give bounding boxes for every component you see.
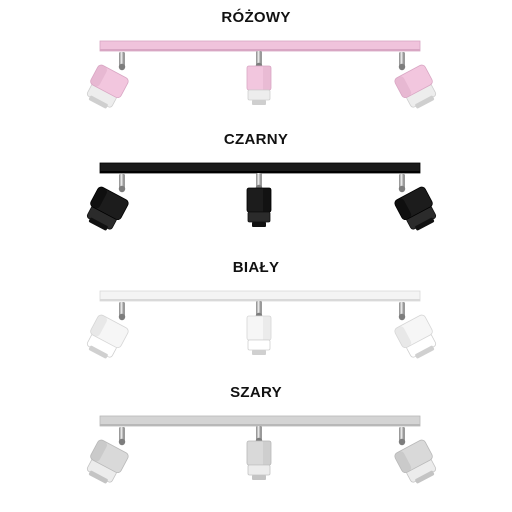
arm-highlight (400, 427, 403, 442)
spot-shade (394, 186, 433, 221)
swivel-arm (118, 302, 126, 321)
arm-highlight (120, 302, 123, 317)
arm-highlight (120, 427, 123, 442)
center-shade-shadow (263, 441, 271, 465)
arm-joint (398, 63, 406, 71)
spot-shade-shadow (394, 76, 412, 98)
center-spot-head (246, 187, 272, 227)
arm-joint (118, 313, 126, 321)
spot-shade-shadow (90, 65, 107, 87)
center-spot-head (246, 315, 272, 355)
ceiling-bar-edge (100, 171, 420, 173)
center-spot-head (246, 440, 272, 480)
swivel-arm (398, 52, 406, 71)
spot-shade-shadow (394, 326, 412, 348)
spot-head (86, 314, 129, 359)
spot-shade (90, 186, 129, 221)
arm-joint (118, 438, 126, 446)
spot-head (394, 439, 437, 484)
swivel-arm (398, 174, 406, 193)
variant-label: CZARNY (223, 131, 289, 148)
spot-shade (90, 64, 129, 99)
arm-highlight (120, 52, 123, 67)
spot-shade (90, 439, 129, 474)
ceiling-bar-edge (100, 424, 420, 426)
spot-head (394, 314, 437, 359)
variant-label: RÓŻOWY (221, 9, 291, 26)
arm-joint (398, 438, 406, 446)
lamp-image (86, 415, 437, 484)
arm-joint (118, 185, 126, 193)
variant-black: CZARNY (0, 122, 512, 250)
center-lens (252, 350, 266, 355)
arm-highlight (257, 51, 260, 66)
center-lens (252, 100, 266, 105)
spot-shade-shadow (90, 440, 107, 462)
swivel-arm (398, 302, 406, 321)
center-shade-shadow (263, 188, 271, 212)
arm-highlight (400, 52, 403, 67)
spot-lens (415, 470, 435, 484)
lamp-image (86, 290, 437, 359)
center-ring (247, 339, 271, 351)
variant-grey: SZARY (0, 375, 512, 503)
swivel-arm (398, 427, 406, 446)
spot-lens (415, 345, 435, 359)
arm-joint (398, 185, 406, 193)
spot-shade (394, 439, 433, 474)
swivel-arm (118, 427, 126, 446)
spot-shade (394, 314, 433, 349)
arm-highlight (400, 302, 403, 317)
spot-shade (90, 314, 129, 349)
center-ring (247, 464, 271, 476)
spot-shade-shadow (90, 315, 107, 337)
arm-highlight (257, 173, 260, 188)
ceiling-bar-edge (100, 299, 420, 301)
arm-highlight (120, 174, 123, 189)
variant-label: BIAŁY (232, 259, 280, 276)
spot-shade-shadow (394, 451, 412, 473)
swivel-arm (118, 52, 126, 71)
lamp-image (86, 162, 437, 231)
spot-shade (394, 64, 433, 99)
spot-head (86, 64, 129, 109)
center-ring (247, 89, 271, 101)
center-lens (252, 475, 266, 480)
spot-lens (88, 95, 108, 109)
ceiling-bar-edge (100, 49, 420, 51)
lamp-image (86, 40, 437, 109)
spot-shade-shadow (90, 187, 107, 209)
center-spot-head (246, 65, 272, 105)
center-ring (247, 211, 271, 223)
spot-shade-shadow (394, 198, 412, 220)
arm-joint (118, 63, 126, 71)
arm-highlight (400, 174, 403, 189)
spot-lens (415, 217, 435, 231)
variant-pink: RÓŻOWY (0, 0, 512, 128)
spot-lens (88, 470, 108, 484)
spot-head (86, 439, 129, 484)
arm-joint (398, 313, 406, 321)
swivel-arm (118, 174, 126, 193)
arm-highlight (257, 426, 260, 441)
center-shade-shadow (263, 316, 271, 340)
center-shade-shadow (263, 66, 271, 90)
spot-head (86, 186, 129, 231)
variant-white: BIAŁY (0, 250, 512, 378)
spot-head (394, 186, 437, 231)
spot-head (394, 64, 437, 109)
spot-lens (88, 345, 108, 359)
spot-lens (88, 217, 108, 231)
center-lens (252, 222, 266, 227)
spot-lens (415, 95, 435, 109)
arm-highlight (257, 301, 260, 316)
variant-label: SZARY (230, 384, 282, 401)
